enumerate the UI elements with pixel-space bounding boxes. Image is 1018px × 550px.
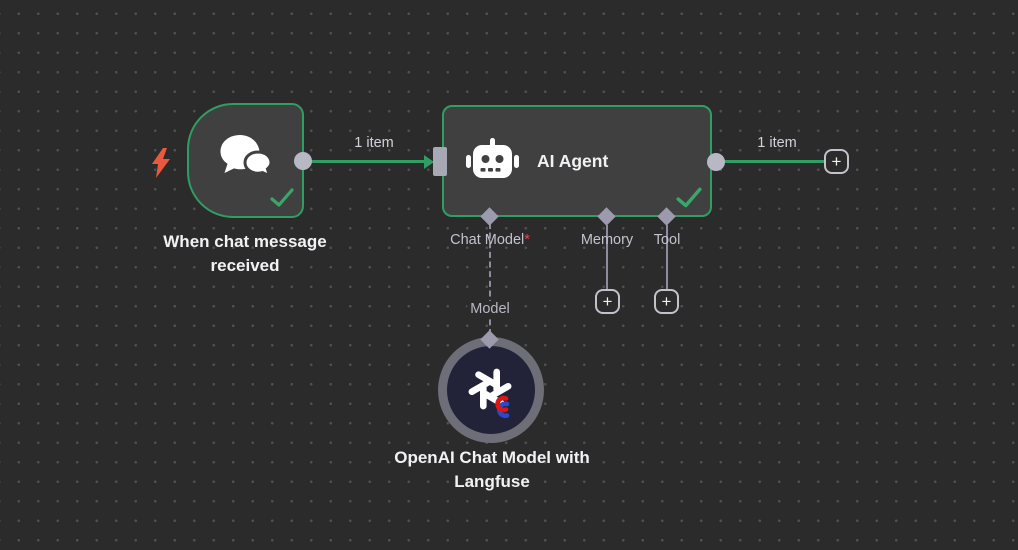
agent-input-port[interactable] [433,147,447,176]
lightning-icon[interactable] [148,147,174,179]
connection-items-label: 1 item [354,135,394,151]
connection-agent-output[interactable] [723,160,826,163]
openai-chat-model-node[interactable] [438,337,544,443]
add-node-button[interactable]: + [824,149,849,174]
connection-trigger-to-agent[interactable] [308,160,428,163]
ai-agent-node-title: AI Agent [537,150,609,171]
connection-arrow-icon [424,155,434,169]
chat-bubbles-icon [220,135,273,179]
plus-icon: + [661,292,672,311]
openai-chat-model-node-title: OpenAI Chat Model with Langfuse [394,448,590,491]
required-asterisk: * [524,232,530,248]
tool-port-stub [666,225,668,291]
ai-agent-node[interactable]: AI Agent [442,105,712,217]
port-label-text: Memory [580,232,634,248]
agent-output-endpoint[interactable] [707,153,725,171]
connection-items-label: 1 item [757,135,797,151]
success-check-icon [270,188,294,207]
connection-chat-model[interactable] [489,223,491,335]
add-memory-button[interactable]: + [595,289,620,314]
trigger-node[interactable] [187,103,304,218]
plus-icon: + [831,152,842,171]
success-check-icon [676,187,702,208]
add-tool-button[interactable]: + [654,289,679,314]
trigger-node-title: When chat message received [163,232,327,275]
chat-model-port-label: Chat Model* [450,232,530,248]
model-port-label: Model [467,301,513,317]
robot-icon [466,138,519,178]
memory-port-stub [606,225,608,291]
tool-port-label: Tool [654,232,681,248]
port-label-text: Chat Model [450,232,525,248]
memory-port-label: Memory [581,232,633,248]
trigger-output-endpoint[interactable] [294,152,312,170]
plus-icon: + [602,292,613,311]
port-label-text: Tool [653,232,681,248]
langfuse-badge-icon [495,395,510,419]
